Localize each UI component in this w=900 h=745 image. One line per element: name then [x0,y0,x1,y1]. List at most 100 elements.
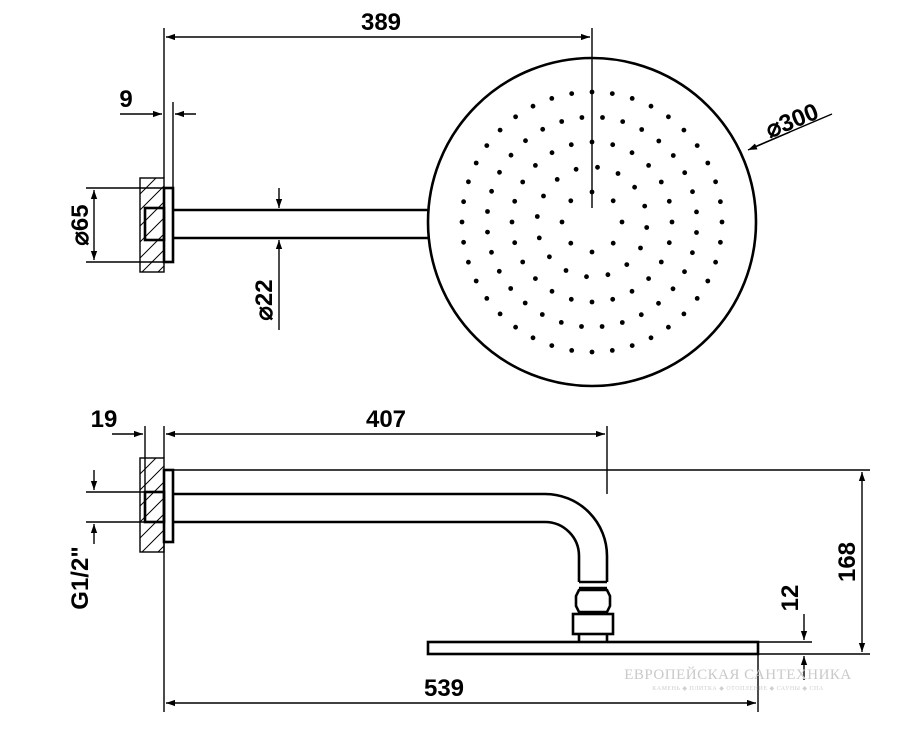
side-wall-hatch [139,457,165,553]
nozzle-dot [489,249,494,255]
nozzle-dot [690,250,695,256]
nozzle-dot [484,143,490,149]
dim-overall-length: 539 [424,675,464,702]
nozzle-dot [629,343,635,348]
watermark-brand: ЕВРОПЕЙСКАЯ САНТЕХНИКА [624,666,852,683]
top-flange [162,186,175,264]
nozzle-dot [489,188,494,194]
nozzle-dot [648,335,654,341]
nozzle-dot [520,259,526,265]
nozzle-dot [559,119,565,124]
nozzle-dot [563,268,569,273]
nozzle-dot [568,240,574,246]
nozzle-dot [512,240,518,246]
nozzle-dot [713,179,718,185]
nozzle-pattern [459,89,725,355]
nozzle-dot [461,239,466,245]
nozzle-dot [658,179,664,185]
nozzle-dot [670,153,676,158]
nozzle-dot [648,103,654,109]
nozzle-dot [589,249,595,255]
nozzle-dot [666,324,671,330]
nozzle-dot [690,189,695,195]
nozzle-dot [485,229,490,235]
nozzle-dot [666,114,671,120]
swivel-nut [571,612,615,636]
watermark: ЕВРОПЕЙСКАЯ САНТЕХНИКА КАМЕНЬ ◆ ПЛИТКА ◆… [624,666,852,692]
nozzle-dot [589,349,595,355]
nozzle-dot [656,138,662,144]
nozzle-dot [595,164,600,170]
nozzle-dot [682,170,688,176]
dim-flange-diameter: ⌀65 [67,204,94,245]
nozzle-dot [473,278,479,284]
nozzle-dot [681,311,687,317]
nozzle-dot [610,240,616,246]
nozzle-dot [610,142,616,148]
nozzle-dot [620,119,626,124]
top-connector [143,206,166,242]
nozzle-dot [658,259,664,265]
nozzle-dot [605,272,611,278]
nozzle-dot [579,324,584,329]
nozzle-dot [533,276,538,281]
nozzle-dot [682,269,687,275]
nozzle-dot [619,219,625,225]
nozzle-dot [508,152,514,158]
nozzle-dot [549,96,555,101]
nozzle-dot [513,114,518,120]
nozzle-dot [719,219,725,225]
nozzle-dot [638,312,644,318]
nozzle-dot [509,219,515,225]
nozzle-dot [569,348,575,353]
nozzle-dot [549,150,555,156]
nozzle-dot [629,96,635,101]
nozzle-dot [584,274,589,280]
nozzle-dot [536,235,542,241]
nozzle-dot [459,219,465,225]
nozzle-dot [694,143,700,149]
nozzle-dot [599,324,605,329]
nozzle-dot [656,300,661,306]
top-wall-hatch [139,177,165,273]
nozzle-dot [610,198,616,204]
nozzle-dot [496,268,502,274]
nozzle-dot [600,115,605,120]
nozzle-dot [632,184,637,190]
nozzle-dot [705,160,711,166]
nozzle-dot [539,312,545,317]
dim-wall-offset: 19 [91,406,118,433]
dim-top-length: 389 [361,9,401,36]
nozzle-dot [589,299,595,305]
nozzle-dot [523,138,528,144]
nozzle-dot [497,169,502,175]
nozzle-dot [713,259,718,265]
nozzle-dot [639,127,645,132]
nozzle-dot [646,276,651,281]
nozzle-dot [718,199,723,205]
nozzle-dot [644,225,650,230]
nozzle-dot [497,311,503,317]
nozzle-dot [530,335,536,341]
nozzle-dot [568,142,574,148]
nozzle-dot [638,245,643,251]
nozzle-dot [513,324,518,330]
nozzle-dot [669,219,675,225]
nozzle-dot [520,179,526,185]
nozzle-dot [694,230,699,235]
nozzle-dot [589,189,595,195]
dim-arm-diameter: ⌀22 [251,279,278,320]
side-flange [162,468,175,544]
nozzle-dot [559,219,565,225]
nozzle-dot [705,278,711,284]
nozzle-dot [694,209,699,215]
nozzle-dot [589,139,595,145]
dim-height: 168 [834,542,861,582]
nozzle-dot [568,296,574,302]
nozzle-dot [666,240,672,246]
nozzle-dot [558,320,564,325]
nozzle-dot [694,296,700,301]
nozzle-dot [530,103,536,109]
nozzle-dot [568,198,574,204]
watermark-tagline: КАМЕНЬ ◆ ПЛИТКА ◆ ОТОПЛЕНИЕ ◆ САУНЫ ◆ СП… [652,686,824,692]
